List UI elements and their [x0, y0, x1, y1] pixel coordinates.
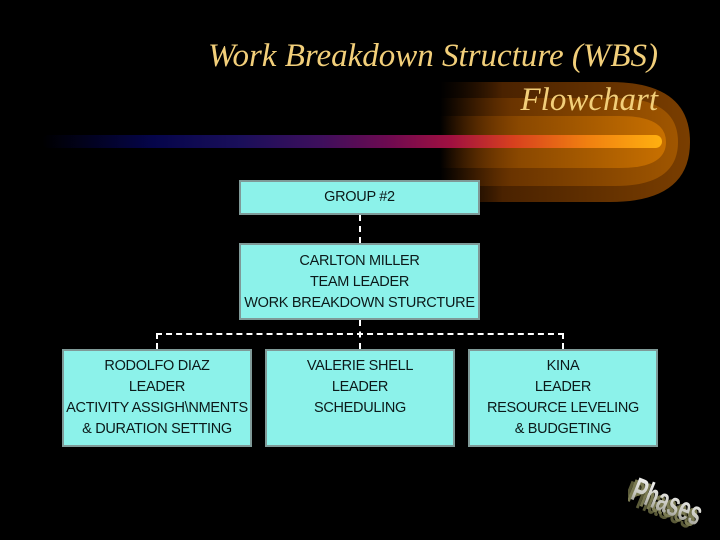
- box-task: SCHEDULING: [313, 400, 407, 416]
- box-task: RESOURCE LEVELING: [486, 400, 640, 416]
- title-line-2: Flowchart: [520, 82, 659, 118]
- connector-line: [562, 333, 564, 349]
- org-box-valerie-shell: VALERIE SHELL LEADER SCHEDULING: [265, 349, 455, 447]
- box-task: & BUDGETING: [514, 421, 612, 437]
- connector-line: [359, 215, 361, 243]
- box-name: CARLTON MILLER: [299, 253, 420, 269]
- slide-title: Work Breakdown Structure (WBS) Flowchart: [208, 34, 658, 122]
- connector-line: [156, 333, 564, 335]
- box-role: LEADER: [534, 379, 592, 395]
- box-role: LEADER: [128, 379, 186, 395]
- box-task: ACTIVITY ASSIGH\NMENTS: [66, 400, 248, 416]
- org-box-team-leader: CARLTON MILLER TEAM LEADER WORK BREAKDOW…: [239, 243, 480, 320]
- box-label: GROUP #2: [324, 189, 395, 205]
- box-role: LEADER: [331, 379, 389, 395]
- box-name: VALERIE SHELL: [306, 358, 414, 374]
- box-name: RODOLFO DIAZ: [104, 358, 210, 374]
- box-name: KINA: [546, 358, 580, 374]
- box-task: WORK BREAKDOWN STURCTURE: [244, 295, 475, 311]
- title-line-1: Work Breakdown Structure (WBS): [208, 38, 658, 74]
- org-box-group: GROUP #2: [239, 180, 480, 215]
- org-box-rodolfo-diaz: RODOLFO DIAZ LEADER ACTIVITY ASSIGH\NMEN…: [62, 349, 252, 447]
- connector-line: [156, 333, 158, 349]
- box-task: & DURATION SETTING: [82, 421, 232, 437]
- org-box-kina: KINA LEADER RESOURCE LEVELING & BUDGETIN…: [468, 349, 658, 447]
- svg-text:Phases: Phases: [628, 471, 708, 530]
- phases-wordart-icon: Phases Phases Phases: [628, 471, 708, 530]
- box-role: TEAM LEADER: [309, 274, 410, 290]
- decorative-gradient-bar: [42, 135, 662, 148]
